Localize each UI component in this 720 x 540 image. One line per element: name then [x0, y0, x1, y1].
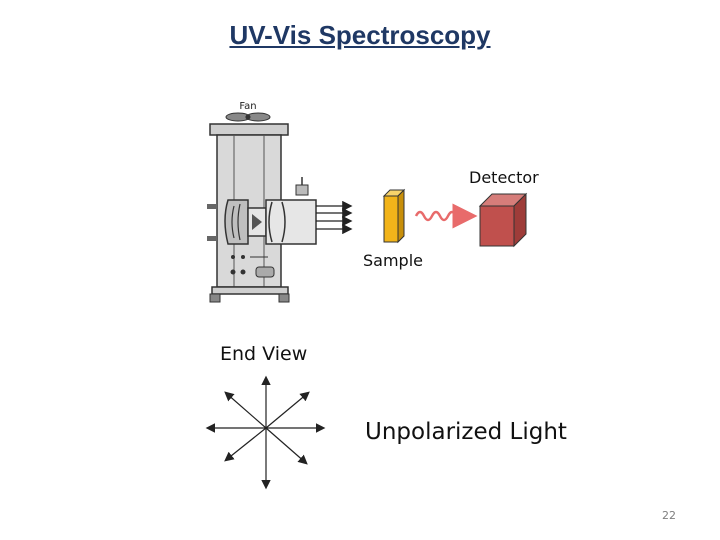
polarization-star-icon — [200, 368, 331, 497]
page-number: 22 — [662, 509, 676, 522]
sample-cuvette-icon — [382, 188, 406, 244]
detector-box-icon — [478, 192, 528, 248]
fan-icon — [225, 112, 271, 122]
detector-label: Detector — [469, 168, 539, 187]
fan-label: Fan — [239, 101, 256, 112]
page-title: UV-Vis Spectroscopy — [229, 20, 491, 50]
sample-label: Sample — [363, 251, 423, 270]
wave-arrow-icon — [414, 203, 478, 229]
lamp-housing-icon: Fan — [200, 90, 353, 312]
end-view-label: End View — [220, 343, 308, 365]
unpolarized-light-label: Unpolarized Light — [365, 419, 567, 445]
